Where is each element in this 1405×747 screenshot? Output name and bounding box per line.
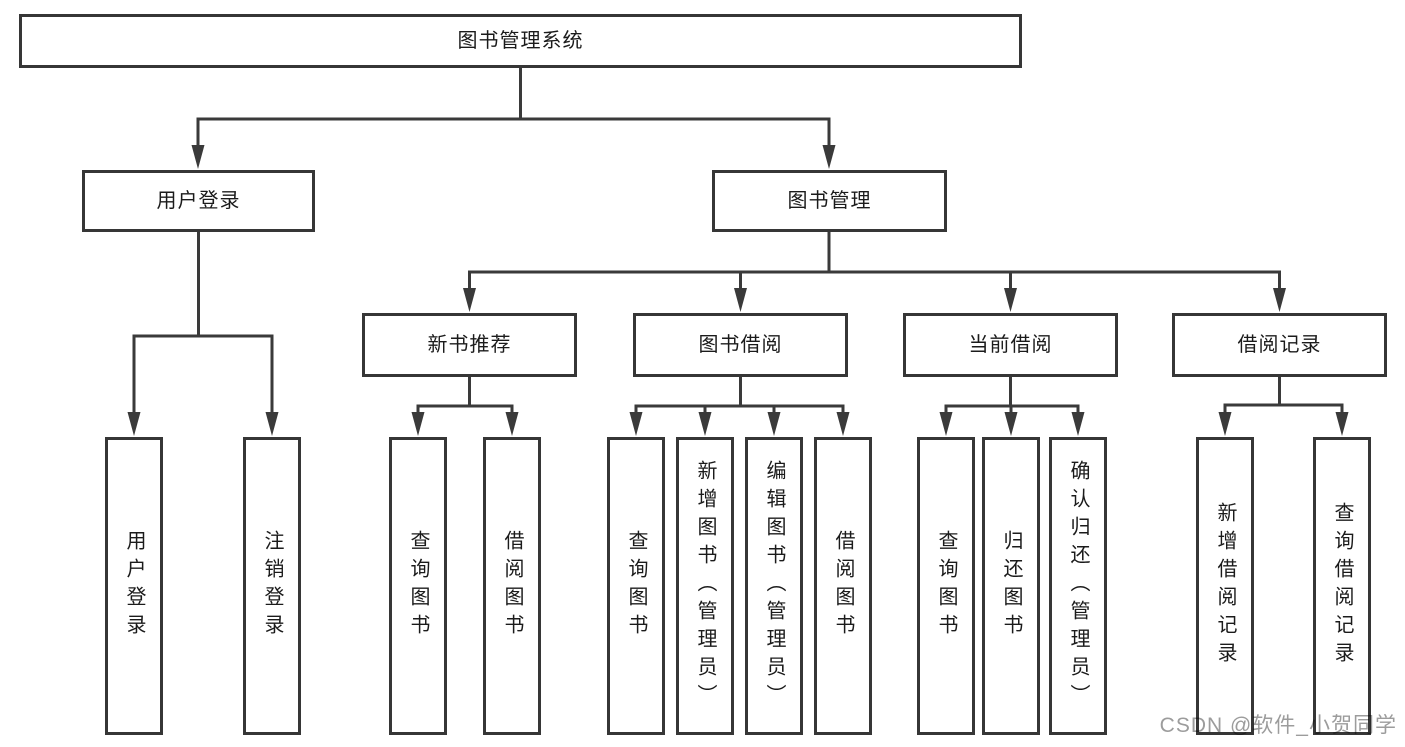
node-new-book-recommend: 新书推荐 <box>362 313 577 377</box>
leaf-add-borrow-record-label: 新增借阅记录 <box>1214 502 1236 670</box>
node-book-management-label: 图书管理 <box>787 190 872 212</box>
leaf-newbooks-query-books: 查询图书 <box>389 437 447 735</box>
leaf-edit-books-admin: 编辑图书（管理员） <box>745 437 803 735</box>
wire-book-mgmt <box>468 230 1281 295</box>
node-current-borrowing: 当前借阅 <box>903 313 1118 377</box>
leaf-borrow-query-books: 查询图书 <box>607 437 665 735</box>
leaf-newbooks-borrow-books: 借阅图书 <box>483 437 541 735</box>
leaf-confirm-return-admin: 确认归还（管理员） <box>1049 437 1107 735</box>
wire-borrow-records <box>1223 375 1344 418</box>
node-current-borrowing-label: 当前借阅 <box>968 334 1053 356</box>
node-borrowing-records: 借阅记录 <box>1172 313 1387 377</box>
leaf-borrow-borrow-books-label: 借阅图书 <box>832 530 854 642</box>
leaf-add-borrow-record: 新增借阅记录 <box>1196 437 1254 735</box>
node-book-management: 图书管理 <box>712 170 947 232</box>
node-user-login-label: 用户登录 <box>156 190 241 212</box>
node-new-book-recommend-label: 新书推荐 <box>427 334 512 356</box>
node-root: 图书管理系统 <box>19 14 1022 68</box>
leaf-borrow-borrow-books: 借阅图书 <box>814 437 872 735</box>
node-borrowing-records-label: 借阅记录 <box>1237 334 1322 356</box>
leaf-newbooks-query-books-label: 查询图书 <box>407 530 429 642</box>
wire-user-login <box>132 230 274 418</box>
leaf-logout-label: 注销登录 <box>261 530 283 642</box>
leaf-current-query-books-label: 查询图书 <box>935 530 957 642</box>
leaf-current-query-books: 查询图书 <box>917 437 975 735</box>
wire-new-books <box>416 375 514 418</box>
node-user-login: 用户登录 <box>82 170 315 232</box>
arrow-heads <box>127 145 1349 436</box>
wire-book-borrow <box>634 375 845 418</box>
leaf-user-login: 用户登录 <box>105 437 163 735</box>
leaf-edit-books-admin-label: 编辑图书（管理员） <box>763 460 785 712</box>
node-book-borrowing: 图书借阅 <box>633 313 848 377</box>
leaf-user-login-label: 用户登录 <box>123 530 145 642</box>
leaf-add-books-admin-label: 新增图书（管理员） <box>694 460 716 712</box>
leaf-borrow-query-books-label: 查询图书 <box>625 530 647 642</box>
leaf-newbooks-borrow-books-label: 借阅图书 <box>501 530 523 642</box>
wire-root <box>196 66 831 152</box>
wire-current-borrow <box>944 375 1080 418</box>
leaf-logout: 注销登录 <box>243 437 301 735</box>
leaf-return-books-label: 归还图书 <box>1000 530 1022 642</box>
leaf-query-borrow-record-label: 查询借阅记录 <box>1331 502 1353 670</box>
leaf-add-books-admin: 新增图书（管理员） <box>676 437 734 735</box>
node-book-borrowing-label: 图书借阅 <box>698 334 783 356</box>
leaf-return-books: 归还图书 <box>982 437 1040 735</box>
leaf-confirm-return-admin-label: 确认归还（管理员） <box>1067 460 1089 712</box>
leaf-query-borrow-record: 查询借阅记录 <box>1313 437 1371 735</box>
node-root-label: 图书管理系统 <box>457 30 584 52</box>
